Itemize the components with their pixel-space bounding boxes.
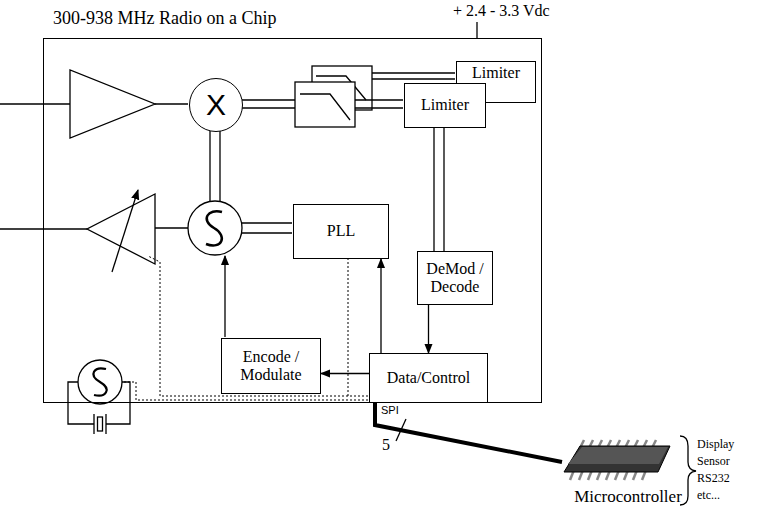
if-wire [242, 107, 295, 108]
control-line [348, 258, 349, 396]
spi-bus [375, 403, 562, 462]
filter-wire [372, 72, 455, 73]
microcontroller-chip: Microcontroller [548, 432, 708, 507]
block-label: Limiter [472, 64, 520, 82]
sine-symbol [93, 368, 106, 395]
signal-connector [434, 128, 444, 251]
part-name: Microcontroller [548, 487, 708, 507]
pa-wire [155, 227, 188, 228]
chip-outline: 300-938 MHz Radio on a ChipXLimiterLimit… [43, 38, 542, 403]
crystal-body [98, 417, 103, 431]
filter-wire [372, 78, 455, 79]
peripheral-name: etc... [697, 488, 720, 503]
block-label: Limiter [421, 96, 469, 114]
sine-symbol [206, 211, 222, 245]
crystal-wire [106, 382, 130, 424]
rx-input-wire [0, 103, 70, 104]
block-label: X [206, 88, 226, 122]
pa-triangle [87, 194, 155, 264]
block-label: DeMod / Decode [421, 260, 489, 297]
oscillator-circle [78, 360, 122, 404]
data-control-box: Data/Control [369, 353, 488, 403]
block-label: Data/Control [387, 369, 471, 387]
brace [680, 436, 696, 505]
bus-name: SPI [381, 404, 399, 416]
supply-wire [476, 22, 477, 38]
signal-connector [321, 373, 369, 374]
peripheral-name: Sensor [697, 454, 730, 469]
lna-triangle [70, 70, 155, 138]
mixer-circle: X [189, 78, 243, 132]
chip-title: 300-938 MHz Radio on a Chip [53, 8, 276, 29]
filter-box [295, 82, 355, 127]
modulation-arrow [224, 256, 225, 337]
pll-wire [242, 232, 292, 233]
filter-wire [355, 99, 403, 100]
signal-connector [428, 305, 429, 353]
demod-box: DeMod / Decode [417, 251, 493, 305]
block-label: PLL [327, 222, 355, 240]
lo-wire [209, 131, 210, 201]
crystal-wire [68, 382, 94, 424]
pll-box: PLL [293, 204, 389, 259]
variable-gain-arrow [112, 190, 138, 272]
control-line [148, 256, 368, 396]
crystal-plate [105, 414, 106, 434]
chip-icon [558, 434, 688, 486]
limiter-box: Limiter [404, 83, 486, 128]
crystal-plate [93, 414, 94, 434]
lna-wire [155, 103, 188, 104]
peripheral-name: Display [697, 437, 734, 452]
encode-box: Encode / Modulate [221, 338, 321, 394]
pll-wire [242, 222, 292, 223]
block-label: Encode / Modulate [225, 348, 317, 385]
signal-connector [381, 259, 382, 353]
if-wire [242, 99, 295, 100]
bus-width: 5 [382, 436, 390, 454]
supply-voltage: + 2.4 - 3.3 Vdc [453, 2, 550, 20]
lowpass-curve [300, 94, 350, 120]
synth-circle [188, 201, 242, 255]
filter-wire [355, 107, 403, 108]
peripheral-name: RS232 [697, 471, 730, 486]
lo-wire [219, 131, 220, 201]
